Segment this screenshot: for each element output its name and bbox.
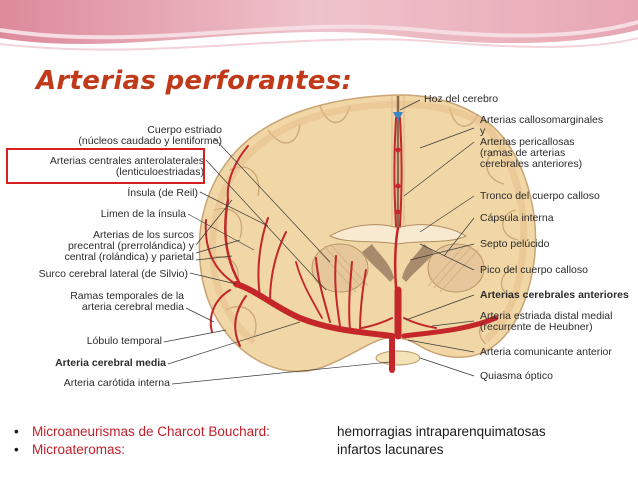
label-septo-pelucido: Septo pelúcido xyxy=(480,238,550,250)
label-y: y xyxy=(480,125,486,137)
label-estriada-distal-medial: Arteria estriada distal medial xyxy=(480,310,613,322)
header-wave-band xyxy=(0,0,638,62)
label-pico-cuerpo-calloso: Pico del cuerpo calloso xyxy=(480,264,588,276)
label-lobulo-temporal: Lóbulo temporal xyxy=(86,335,162,347)
label-lenticuloestriadas: (lenticuloestriadas) xyxy=(115,166,204,178)
brain-illustration xyxy=(163,94,537,385)
label-arterias-centrales-anterolaterales: Arterias centrales anterolaterales xyxy=(49,155,204,167)
label-limen-insula: Limen de la ínsula xyxy=(100,208,186,220)
label-arteria-cerebral-media-ramas: arteria cerebral media xyxy=(81,301,184,313)
bullet-description: infartos lacunares xyxy=(337,442,444,457)
bullet-dot: • xyxy=(14,424,19,439)
label-central-parietal: central (rolándica) y parietal xyxy=(64,251,194,263)
label-arterias-surcos: Arterias de los surcos xyxy=(93,229,194,241)
label-hoz-cerebro: Hoz del cerebro xyxy=(424,93,499,105)
bullet-dot: • xyxy=(14,442,19,457)
bullet-term: Microateromas: xyxy=(32,442,126,457)
label-quiasma-optico: Quiasma óptico xyxy=(480,370,553,382)
list-item: • Microateromas: infartos lacunares xyxy=(14,442,634,460)
label-recurrente-heubner: (recurrente de Heubner) xyxy=(480,321,593,333)
label-ramas-temporales: Ramas temporales de la xyxy=(70,290,184,302)
label-pericallosas: Arterias pericallosas xyxy=(480,136,575,148)
label-tronco-cuerpo-calloso: Tronco del cuerpo calloso xyxy=(480,190,600,202)
bullet-description: hemorragias intraparenquimatosas xyxy=(337,424,546,439)
label-cerebrales-anteriores-ramas: cerebrales anteriores) xyxy=(480,158,583,170)
label-comunicante-anterior: Arteria comunicante anterior xyxy=(480,346,612,358)
label-capsula-interna: Cápsula interna xyxy=(480,212,554,224)
bullet-list: • Microaneurismas de Charcot Bouchard: h… xyxy=(14,424,634,460)
label-arteria-carotida-interna: Arteria carótida interna xyxy=(63,377,170,389)
slide-title: Arterias perforantes: xyxy=(36,66,353,96)
list-item: • Microaneurismas de Charcot Bouchard: h… xyxy=(14,424,634,442)
label-ramas-arterias: (ramas de arterias xyxy=(480,147,566,159)
label-surco-silvio: Surco cerebral lateral (de Silvio) xyxy=(38,268,188,280)
brain-coronal-section-figure: Cuerpo estriado (núcleos caudado y lenti… xyxy=(0,80,638,395)
label-arterias-cerebrales-anteriores: Arterias cerebrales anteriores xyxy=(480,289,629,301)
label-arteria-cerebral-media: Arteria cerebral media xyxy=(55,357,166,369)
label-insula: Ínsula (de Reil) xyxy=(127,187,198,199)
label-nucleos-caudado-lentiforme: (núcleos caudado y lentiforme) xyxy=(78,135,222,147)
label-callosomarginales: Arterias callosomarginales xyxy=(480,114,604,126)
bullet-term: Microaneurismas de Charcot Bouchard: xyxy=(32,424,270,439)
label-precentral: precentral (prerrolándica) y xyxy=(67,240,194,252)
label-cuerpo-estriado: Cuerpo estriado xyxy=(147,124,222,136)
highlight-box-arterias-centrales xyxy=(6,148,205,184)
